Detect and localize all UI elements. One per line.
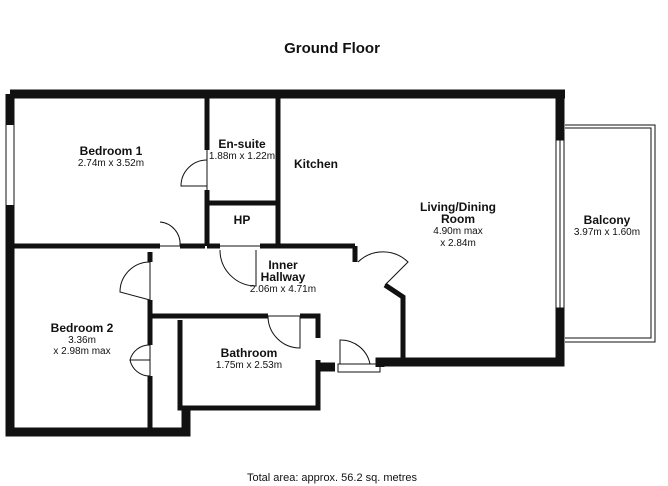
- bathroom-name: Bathroom: [220, 346, 278, 360]
- hallway-name-line2: Hallway: [260, 270, 306, 284]
- bedroom2-name: Bedroom 2: [50, 321, 114, 335]
- kitchen-name: Kitchen: [293, 157, 339, 171]
- balcony-outline: [565, 124, 656, 343]
- exterior-walls: [5, 89, 565, 437]
- balcony-dims: 3.97m x 1.60m: [573, 227, 641, 238]
- floor-title: Ground Floor: [284, 40, 380, 57]
- doors: [119, 150, 409, 377]
- hallway-dims: 2.06m x 4.71m: [249, 284, 317, 295]
- ensuite-name: En-suite: [218, 137, 266, 151]
- hallway-name-line1: Inner: [268, 258, 298, 272]
- bedroom2-dims-line1: 3.36m: [68, 335, 96, 346]
- living-dims-line1: 4.90m max: [433, 226, 483, 237]
- living-name-line2: Room: [441, 212, 475, 226]
- interior-walls: [14, 98, 406, 428]
- living-dims-line2: x 2.84m: [440, 238, 476, 249]
- bathroom-dims: 1.75m x 2.53m: [215, 360, 283, 371]
- balcony-name: Balcony: [583, 213, 631, 227]
- hp-name: HP: [233, 213, 251, 227]
- living-name-line1: Living/Dining: [420, 200, 496, 214]
- bedroom1-dims: 2.74m x 3.52m: [77, 158, 145, 169]
- bedroom2-dims-line2: x 2.98m max: [53, 346, 111, 357]
- total-area: Total area: approx. 56.2 sq. metres: [247, 472, 417, 484]
- windows: [5, 125, 565, 309]
- ensuite-dims: 1.88m x 1.22m: [208, 151, 276, 162]
- bedroom1-name: Bedroom 1: [79, 144, 143, 158]
